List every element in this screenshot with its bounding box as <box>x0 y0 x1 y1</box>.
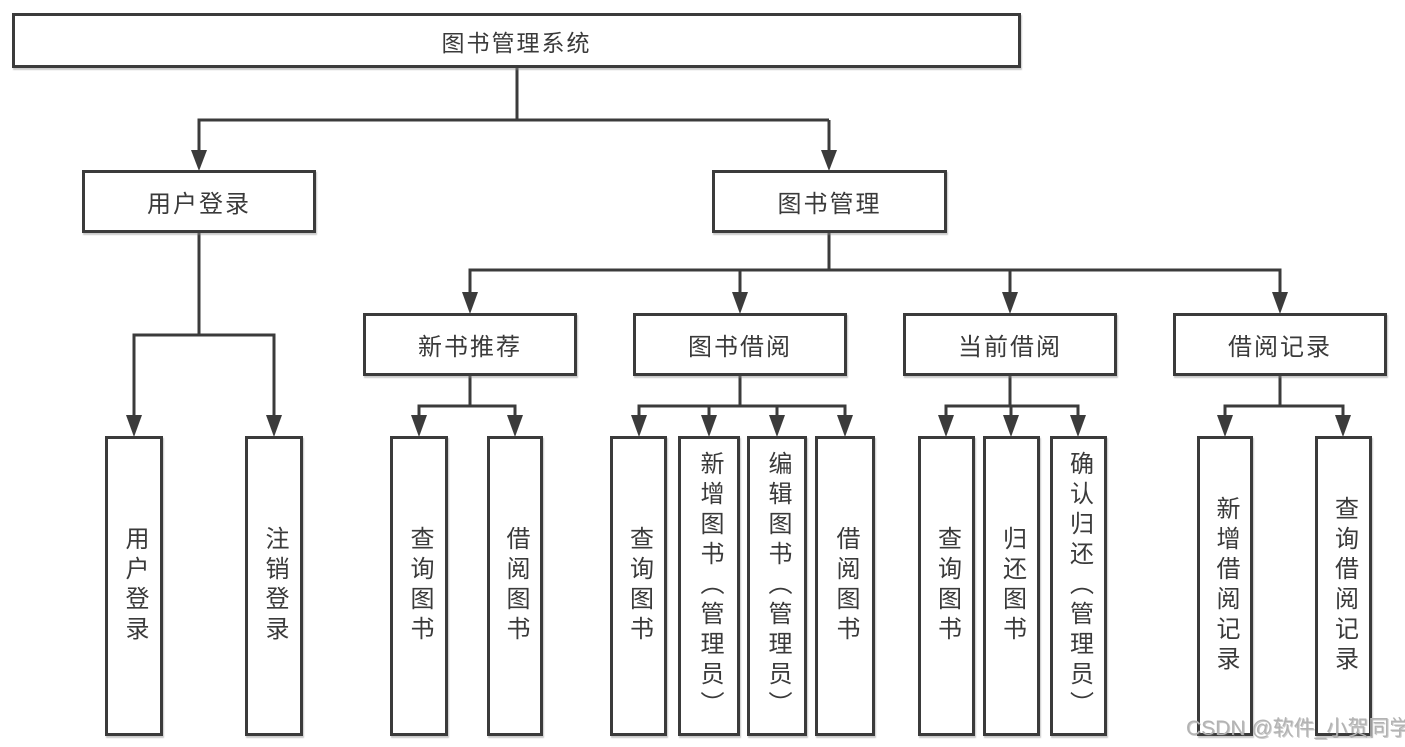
arrow-down-icon <box>266 415 282 437</box>
arrow-down-icon <box>631 415 647 437</box>
arrow-down-icon <box>1003 415 1019 437</box>
arrow-down-icon <box>1272 292 1288 314</box>
leaf-label: 新增借阅记录 <box>1212 496 1239 676</box>
leaf-query-books-recommend: 查询图书 <box>390 436 448 736</box>
leaf-label: 新增图书（管理员） <box>696 451 723 721</box>
leaf-label: 注销登录 <box>261 526 288 646</box>
connector-book-management-to-level3 <box>468 233 1282 296</box>
node-book-borrowing: 图书借阅 <box>633 313 847 376</box>
node-label: 图书借阅 <box>688 334 792 361</box>
arrow-down-icon <box>1335 415 1351 437</box>
node-label: 借阅记录 <box>1228 334 1332 361</box>
connector-root-to-level2 <box>197 68 831 152</box>
leaf-label: 用户登录 <box>121 526 148 646</box>
node-label: 图书管理 <box>777 191 882 218</box>
leaf-label: 借阅图书 <box>832 526 859 646</box>
leaf-user-login: 用户登录 <box>105 436 163 736</box>
arrow-down-icon <box>1070 415 1086 437</box>
leaf-return-books: 归还图书 <box>983 436 1040 736</box>
leaf-confirm-return-admin: 确认归还（管理员） <box>1050 436 1107 736</box>
node-borrow-records: 借阅记录 <box>1173 313 1387 376</box>
arrow-down-icon <box>821 150 837 171</box>
leaf-query-books-current: 查询图书 <box>918 436 975 736</box>
node-label: 新书推荐 <box>418 334 522 361</box>
leaf-logout: 注销登录 <box>245 436 303 736</box>
leaf-query-books-borrow: 查询图书 <box>610 436 667 736</box>
arrow-down-icon <box>411 415 427 437</box>
node-current-borrowing: 当前借阅 <box>903 313 1117 376</box>
leaf-label: 查询借阅记录 <box>1330 496 1358 676</box>
leaf-add-book-admin: 新增图书（管理员） <box>678 436 740 736</box>
arrow-down-icon <box>507 415 523 437</box>
leaf-borrow-books-borrow: 借阅图书 <box>815 436 875 736</box>
node-library-management-system: 图书管理系统 <box>12 13 1021 68</box>
node-label: 图书管理系统 <box>441 29 592 56</box>
arrow-down-icon <box>191 150 207 171</box>
connector-borrow-records-to-leaves <box>1223 376 1345 418</box>
leaf-query-borrow-record: 查询借阅记录 <box>1315 436 1372 736</box>
arrow-down-icon <box>732 292 748 314</box>
leaf-label: 编辑图书（管理员） <box>764 451 791 721</box>
leaf-label: 借阅图书 <box>502 526 529 646</box>
csdn-watermark: CSDN @软件_小贺同学 <box>1186 717 1405 740</box>
node-new-book-recommend: 新书推荐 <box>363 313 577 376</box>
leaf-edit-book-admin: 编辑图书（管理员） <box>747 436 807 736</box>
arrow-down-icon <box>1217 415 1233 437</box>
connector-new-book-to-leaves <box>417 376 517 418</box>
leaf-label: 查询图书 <box>933 526 961 646</box>
leaf-add-borrow-record: 新增借阅记录 <box>1197 436 1253 736</box>
node-label: 当前借阅 <box>958 334 1062 361</box>
arrow-down-icon <box>126 415 142 437</box>
node-user-login: 用户登录 <box>82 170 316 233</box>
connector-current-borrow-to-leaves <box>944 376 1080 418</box>
leaf-borrow-books-recommend: 借阅图书 <box>487 436 543 736</box>
node-label: 用户登录 <box>147 191 251 218</box>
arrow-down-icon <box>769 415 785 437</box>
arrow-down-icon <box>938 415 954 437</box>
leaf-label: 查询图书 <box>625 526 653 646</box>
connector-user-login-to-leaves <box>132 233 276 418</box>
leaf-label: 确认归还（管理员） <box>1065 451 1093 721</box>
node-book-management: 图书管理 <box>712 170 947 233</box>
arrow-down-icon <box>701 415 717 437</box>
arrow-down-icon <box>462 292 478 314</box>
arrow-down-icon <box>1002 292 1018 314</box>
leaf-label: 查询图书 <box>406 526 433 646</box>
leaf-label: 归还图书 <box>998 526 1026 646</box>
arrow-down-icon <box>837 415 853 437</box>
connector-book-borrow-to-leaves <box>637 376 847 418</box>
